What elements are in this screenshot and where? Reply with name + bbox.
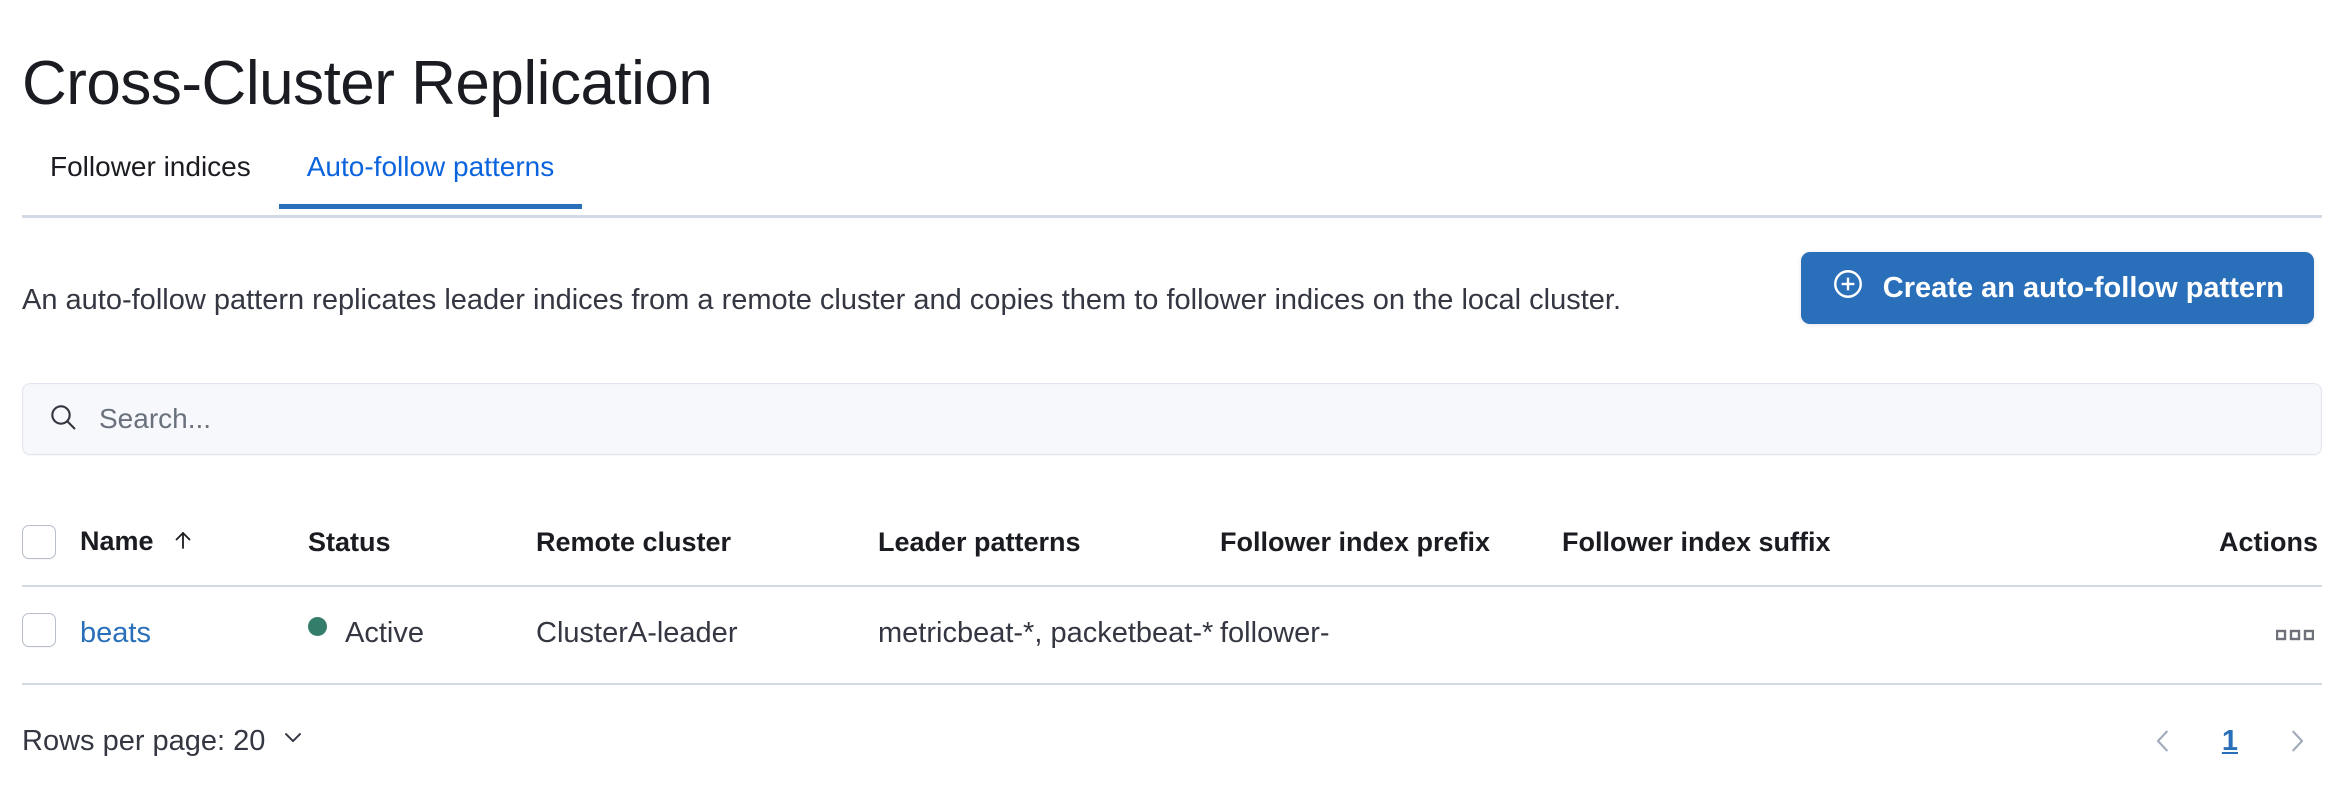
status-dot-icon xyxy=(308,617,327,636)
page-title: Cross-Cluster Replication xyxy=(22,48,713,118)
chevron-down-icon xyxy=(279,723,307,759)
cell-follower-index-suffix xyxy=(1562,586,2004,685)
row-select-cell xyxy=(22,586,80,685)
select-all-header xyxy=(22,505,80,587)
search-bar[interactable] xyxy=(22,383,2322,455)
select-all-checkbox[interactable] xyxy=(22,525,56,559)
column-header-name-label: Name xyxy=(80,525,154,556)
search-input[interactable] xyxy=(97,384,2297,454)
intro-block: An auto-follow pattern replicates leader… xyxy=(22,248,1722,352)
cell-status: Active xyxy=(308,586,536,685)
intro-description: An auto-follow pattern replicates leader… xyxy=(22,284,1622,316)
table-row: beats Active ClusterA-leader metricbeat-… xyxy=(22,586,2322,685)
column-header-follower-index-suffix[interactable]: Follower index suffix xyxy=(1562,505,2004,587)
table-header-row: Name Status Remote cluster Leader patter… xyxy=(22,505,2322,587)
row-actions-button[interactable] xyxy=(2272,624,2318,646)
column-header-actions: Actions xyxy=(2004,505,2322,587)
rows-per-page-label: Rows per page: 20 xyxy=(22,724,266,757)
rows-per-page-selector[interactable]: Rows per page: 20 xyxy=(22,723,307,759)
search-icon xyxy=(47,401,79,438)
column-header-leader-patterns[interactable]: Leader patterns xyxy=(878,505,1220,587)
previous-page-button[interactable] xyxy=(2138,720,2188,762)
tab-auto-follow-patterns[interactable]: Auto-follow patterns xyxy=(278,132,583,209)
status-label: Active xyxy=(345,617,424,649)
plus-in-circle-icon xyxy=(1831,267,1865,309)
create-auto-follow-pattern-label: Create an auto-follow pattern xyxy=(1882,271,2284,304)
tab-bar: Follower indices Auto-follow patterns xyxy=(22,132,2322,218)
column-header-status[interactable]: Status xyxy=(308,505,536,587)
boxes-horizontal-icon xyxy=(2275,629,2315,645)
pattern-name-link[interactable]: beats xyxy=(80,617,151,649)
cell-leader-patterns: metricbeat-*, packetbeat-* xyxy=(878,586,1220,685)
chevron-left-icon xyxy=(2148,730,2178,759)
cell-name: beats xyxy=(80,586,308,685)
cell-follower-index-prefix: follower- xyxy=(1220,586,1562,685)
sort-up-arrow-icon xyxy=(171,528,195,558)
auto-follow-patterns-table: Name Status Remote cluster Leader patter… xyxy=(22,505,2322,685)
chevron-right-icon xyxy=(2282,730,2312,759)
cell-actions xyxy=(2004,586,2322,685)
row-select-checkbox[interactable] xyxy=(22,613,56,647)
column-header-name[interactable]: Name xyxy=(80,505,308,587)
page-number-1[interactable]: 1 xyxy=(2210,723,2250,760)
cell-remote-cluster: ClusterA-leader xyxy=(536,586,878,685)
next-page-button[interactable] xyxy=(2272,720,2322,762)
table-footer: Rows per page: 20 1 xyxy=(22,720,2322,762)
column-header-follower-index-prefix[interactable]: Follower index prefix xyxy=(1220,505,1562,587)
tab-follower-indices[interactable]: Follower indices xyxy=(22,132,279,206)
create-auto-follow-pattern-button[interactable]: Create an auto-follow pattern xyxy=(1800,252,2314,324)
column-header-remote-cluster[interactable]: Remote cluster xyxy=(536,505,878,587)
pagination: 1 xyxy=(2138,720,2322,762)
